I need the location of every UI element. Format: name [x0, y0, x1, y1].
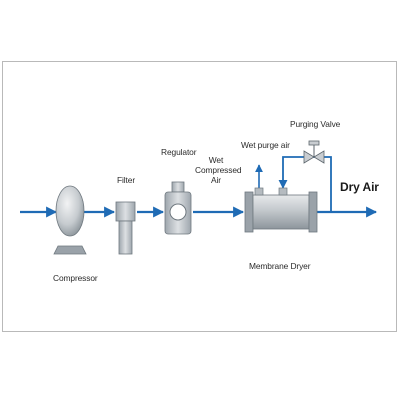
- regulator-label: Regulator: [161, 147, 197, 157]
- filter-label: Filter: [117, 175, 136, 185]
- wet-compressed-air-label: Wet Compressed Air: [195, 155, 242, 185]
- filter-icon: [115, 201, 136, 255]
- membrane-dryer-icon: [244, 187, 318, 233]
- wet-purge-air-label: Wet purge air: [241, 140, 290, 150]
- diagram-frame: [2, 61, 397, 332]
- compressor-icon: [53, 185, 87, 255]
- purging-valve-label: Purging Valve: [290, 119, 341, 129]
- wet-compressed-air-line2: Compressed: [195, 165, 242, 175]
- compressor-label: Compressor: [53, 273, 98, 283]
- membrane-dryer-label: Membrane Dryer: [249, 261, 311, 271]
- regulator-icon: [164, 181, 192, 235]
- wet-compressed-air-line1: Wet: [208, 155, 224, 165]
- dry-air-label: Dry Air: [340, 180, 379, 194]
- purging-valve-icon: [303, 140, 325, 164]
- wet-compressed-air-line3: Air: [211, 175, 221, 185]
